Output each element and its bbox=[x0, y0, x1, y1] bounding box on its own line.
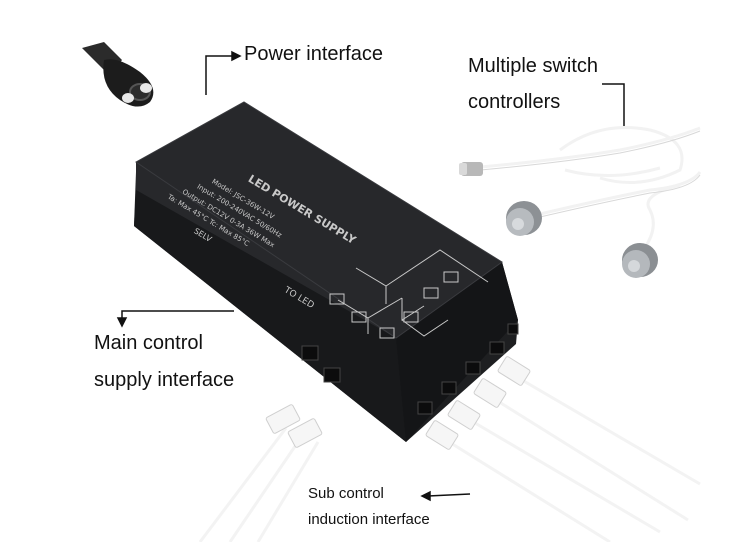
label-sub-control-1: Sub control bbox=[308, 485, 384, 502]
main-port-2 bbox=[323, 367, 341, 383]
main-control-cables bbox=[198, 427, 320, 542]
callout-arrows bbox=[116, 50, 625, 502]
main-port-1 bbox=[301, 345, 319, 361]
sub-control-cables bbox=[445, 378, 701, 542]
label-sub-control-2: induction interface bbox=[308, 511, 430, 528]
label-main-control-2: supply interface bbox=[94, 369, 235, 391]
device-wiring-diagram bbox=[329, 249, 489, 339]
label-power-interface: Power interface bbox=[244, 43, 383, 65]
switch-controller-cables bbox=[469, 126, 702, 255]
switch-controller-cable-shadows bbox=[469, 130, 701, 218]
label-main-control-1: Main control bbox=[94, 332, 203, 354]
led-power-supply-box bbox=[134, 101, 519, 442]
switch-sensor-right bbox=[622, 243, 658, 278]
label-multiple-switch-2: controllers bbox=[468, 91, 561, 113]
label-multiple-switch-1: Multiple switch bbox=[468, 55, 599, 77]
power-plug bbox=[82, 42, 154, 107]
main-control-connectors bbox=[265, 404, 323, 448]
sub-control-connectors bbox=[425, 356, 531, 450]
switch-sensor-small bbox=[459, 162, 483, 176]
switch-sensor-middle bbox=[506, 201, 542, 236]
